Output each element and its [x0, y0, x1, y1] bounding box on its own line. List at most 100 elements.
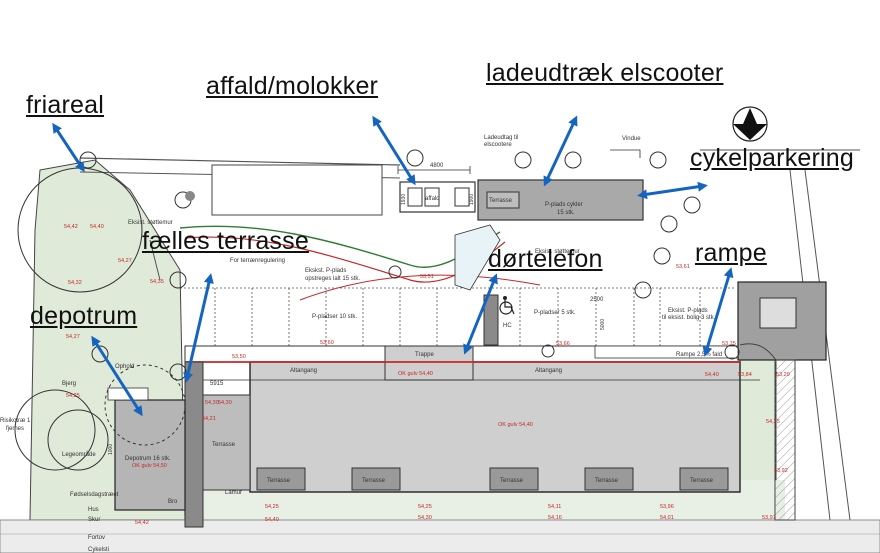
plan-text: 2500 [590, 297, 604, 303]
plan-text: 1930 [401, 194, 407, 205]
plan-text: 4800 [430, 163, 444, 169]
plan-text: Altangang [535, 368, 562, 374]
arrow-affald [372, 115, 416, 186]
plan-text: Depotrum 16 stk. [125, 456, 171, 462]
plan-text: Legeområde [62, 451, 96, 458]
plan-text: Risikotræ 1 [0, 418, 31, 424]
elevation: 53,29 [776, 372, 790, 378]
elevation: 54,25 [66, 393, 80, 399]
elevation: 54,40 [90, 224, 104, 230]
elevation: 54,25 [766, 419, 780, 425]
plan-text: Hus [88, 507, 99, 513]
plan-text: For terrænregulering [230, 258, 285, 264]
elevation: 54,30 [418, 515, 432, 521]
existing-building-top [211, 164, 383, 216]
plan-text: HC [503, 323, 512, 329]
elevation: 53,84 [738, 372, 752, 378]
elevation: 54,01 [660, 515, 674, 521]
plan-text: Terrasse [500, 478, 524, 484]
plan-text: 1900 [469, 194, 475, 205]
label-ladeudtraek-elscooter: ladeudtræk elscooter [486, 59, 724, 87]
plan-text: Terrasse [489, 198, 513, 204]
plan-text: 5915 [210, 381, 224, 387]
wheelchair-icon [499, 296, 515, 315]
elevation: 54,25 [265, 504, 279, 510]
plan-text: Skur [88, 517, 100, 523]
plan-text: OK gulv 54,40 [398, 371, 433, 377]
arrow-ladeudtraek [543, 115, 578, 187]
label-affald-molokker: affald/molokker [206, 72, 379, 100]
arrow-depotrum [91, 335, 143, 417]
plan-text: P-plads cykler [545, 202, 583, 208]
plan-text: Cykelsti [88, 547, 109, 553]
elevation: 54,42 [135, 520, 149, 526]
plan-text: fjernes [6, 426, 24, 432]
plan-text: Bjerg [62, 381, 76, 387]
elevation: 54,27 [118, 258, 132, 264]
label-faelles-terrasse: fælles terrasse [142, 227, 309, 255]
elevation: 54,40 [705, 372, 719, 378]
plan-text: elscootere [484, 142, 512, 148]
plan-text: Lamur [225, 490, 242, 496]
plan-text: til eksist. bolig 3 stk. [662, 315, 716, 321]
stair-block [384, 345, 474, 381]
plan-text: Terrasse [212, 442, 236, 448]
plan-text: OK gulv 54,50 [132, 463, 167, 469]
elevation: 53,60 [320, 340, 334, 346]
plan-text: 15 stk. [557, 210, 575, 216]
plan-text: Bro [168, 499, 178, 505]
plan-text: Eksist. støttemur [128, 220, 173, 226]
arrow-dortelefon [463, 273, 498, 355]
plan-text: P-pladser 5 stk. [534, 310, 576, 316]
depot-building [114, 399, 186, 511]
plan-text: Ophold [115, 364, 134, 370]
plan-text: Rampe 2,5% fald [676, 352, 722, 358]
plan-text: Ladeudtag til [484, 135, 518, 141]
plan-text: P-pladser 10 stk. [312, 314, 357, 320]
elevation: 54,30 [205, 400, 219, 406]
elevation: 54,35 [150, 279, 164, 285]
elevation: 54,30 [218, 400, 232, 406]
label-rampe: rampe [695, 239, 767, 267]
elevation: 53,92 [774, 468, 788, 474]
plan-text: Terrasse [595, 478, 619, 484]
arrow-rampe [702, 267, 734, 357]
arrow-friareal [52, 122, 85, 173]
plan-text: Terrasse [690, 478, 714, 484]
plan-text: Fødselsdagstræet [70, 492, 119, 498]
plan-text: Fortov [88, 535, 105, 541]
label-friareal: friareal [26, 91, 105, 119]
plan-text: Vindue [622, 136, 641, 142]
plan-text: Altangang [290, 368, 317, 374]
elevation: 54,16 [548, 515, 562, 521]
label-cykelparkering: cykelparkering [690, 144, 854, 172]
elevation: 53,61 [676, 264, 690, 270]
plan-text: affald [425, 196, 440, 202]
elevation: 54,25 [418, 504, 432, 510]
plan-text: Eksist. støttemur [535, 249, 580, 255]
plan-text: Eksist. P-plads [668, 308, 708, 314]
elevation: 53,97 [762, 515, 776, 521]
elevation: 54,32 [68, 280, 82, 286]
elevation: 53,51 [420, 274, 434, 280]
plan-text: Trappe [415, 352, 434, 358]
plan-text: opstreges lalt 15 stk. [305, 276, 360, 282]
elevation: 53,96 [660, 504, 674, 510]
elevation: 54,27 [66, 334, 80, 340]
elevation: 54,42 [64, 224, 78, 230]
elevation: 54,11 [548, 504, 561, 510]
arrow-cykelparkering [637, 181, 708, 200]
plan-text: Terrasse [267, 478, 291, 484]
north-arrow-icon [732, 106, 768, 142]
label-depotrum: depotrum [30, 302, 138, 330]
plan-text: OK gulv 54,40 [498, 422, 533, 428]
elevation: 54,40 [265, 517, 279, 523]
plan-text: 5000 [600, 319, 606, 330]
plan-text: 1000 [108, 444, 114, 455]
label-dortelefon: dørtelefon [488, 245, 603, 273]
plan-text: Ekskst. P-plads [305, 268, 346, 274]
arrow-faelles-terrasse [183, 273, 214, 383]
elevation: 53,75 [722, 341, 736, 347]
elevation: 54,21 [202, 416, 216, 422]
